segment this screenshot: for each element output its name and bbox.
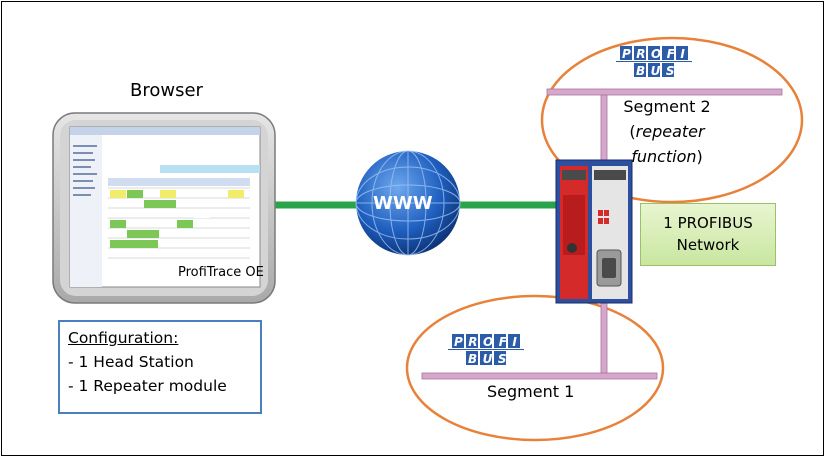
segment2-paren-close: ) — [696, 147, 703, 166]
segment1-bus — [421, 372, 658, 380]
segment2-function-text: function — [631, 147, 697, 166]
profibus-logo-bottom: PROFI BUS — [448, 334, 524, 366]
segment2-bus — [546, 88, 783, 96]
configuration-box: Configuration: - 1 Head Station - 1 Repe… — [58, 320, 262, 414]
globe-label: WWW — [373, 193, 433, 214]
monitor-icon — [52, 112, 276, 304]
configuration-title: Configuration: — [68, 329, 179, 347]
network-box-line2: Network — [676, 236, 740, 254]
network-box-line1: 1 PROFIBUS — [663, 214, 753, 232]
vertical-bus-bottom — [600, 299, 608, 374]
svg-text:PROFI: PROFI — [454, 335, 522, 349]
repeater-device-icon — [555, 159, 633, 304]
profibus-logo-top: PROFI BUS — [616, 46, 692, 78]
segment2-paren-open: ( — [629, 122, 636, 141]
segment2-label: Segment 2 (repeater function) — [597, 94, 737, 169]
segment2-line2: (repeater — [597, 119, 737, 144]
network-box: 1 PROFIBUS Network — [640, 203, 776, 266]
screen-label: ProfiTrace OE — [178, 265, 264, 280]
segment2-line1: Segment 2 — [623, 97, 711, 116]
segment1-label: Segment 1 — [487, 382, 575, 401]
segment2-repeater-text: repeater — [635, 122, 705, 141]
www-globe-icon — [355, 150, 461, 256]
svg-text:BUS: BUS — [468, 352, 512, 366]
segment2-ellipse — [540, 36, 804, 204]
svg-text:BUS: BUS — [636, 64, 680, 78]
browser-label: Browser — [130, 80, 203, 101]
segment1-ellipse — [405, 294, 665, 442]
configuration-item: - 1 Head Station — [68, 353, 194, 371]
segment2-line3: function) — [597, 144, 737, 169]
configuration-item: - 1 Repeater module — [68, 377, 227, 395]
svg-text:PROFI: PROFI — [622, 47, 690, 61]
